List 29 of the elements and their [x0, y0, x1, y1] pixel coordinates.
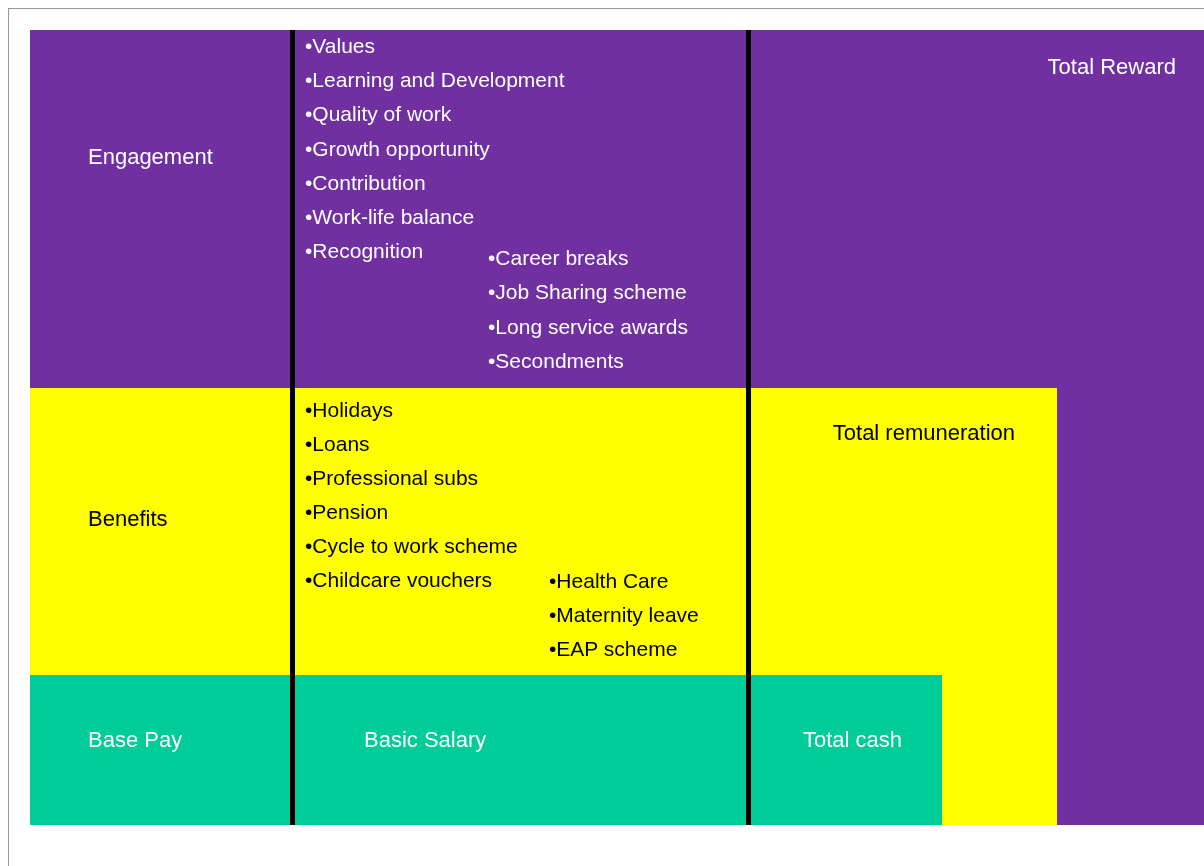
bullet-item: •Health Care: [549, 568, 669, 594]
bullet-item: •Growth opportunity: [305, 135, 490, 162]
bullet-item: •Quality of work: [305, 101, 452, 128]
bullet-item: •Maternity leave: [549, 602, 699, 628]
bullet-item: •Values: [305, 33, 375, 59]
inner-panel: [30, 675, 942, 825]
bullet-item: •Long service awards: [488, 313, 688, 340]
bullet-item: •Pension: [305, 499, 389, 525]
bullet-item: •Professional subs: [305, 465, 479, 491]
bullet-item: •Loans: [305, 431, 370, 457]
row-label: Engagement: [88, 144, 213, 170]
middle-panel: [30, 388, 1057, 825]
bullet-item: •EAP scheme: [549, 636, 678, 662]
bullet-item: •Learning and Development: [305, 67, 565, 94]
panel-title: Total remuneration: [831, 419, 1015, 447]
panel-title: Total cash: [803, 726, 903, 754]
bullet-item: •Childcare vouchers: [305, 567, 493, 593]
row-label: Benefits: [88, 506, 168, 532]
bullet-item: •Work-life balance: [305, 204, 475, 230]
bullet-item: •Contribution: [305, 169, 426, 196]
bullet-item: •Career breaks: [488, 245, 629, 271]
bullet-item: •Secondments: [488, 347, 624, 374]
bullet-item: •Cycle to work scheme: [305, 533, 518, 559]
bullet-item: •Job Sharing scheme: [488, 279, 687, 306]
bullet-item: •Holidays: [305, 397, 393, 423]
panel-title: Total Reward: [1047, 53, 1176, 81]
row-label: Basic Salary: [364, 727, 487, 753]
bullet-item: •Recognition: [305, 238, 424, 265]
row-label: Base Pay: [88, 727, 183, 753]
